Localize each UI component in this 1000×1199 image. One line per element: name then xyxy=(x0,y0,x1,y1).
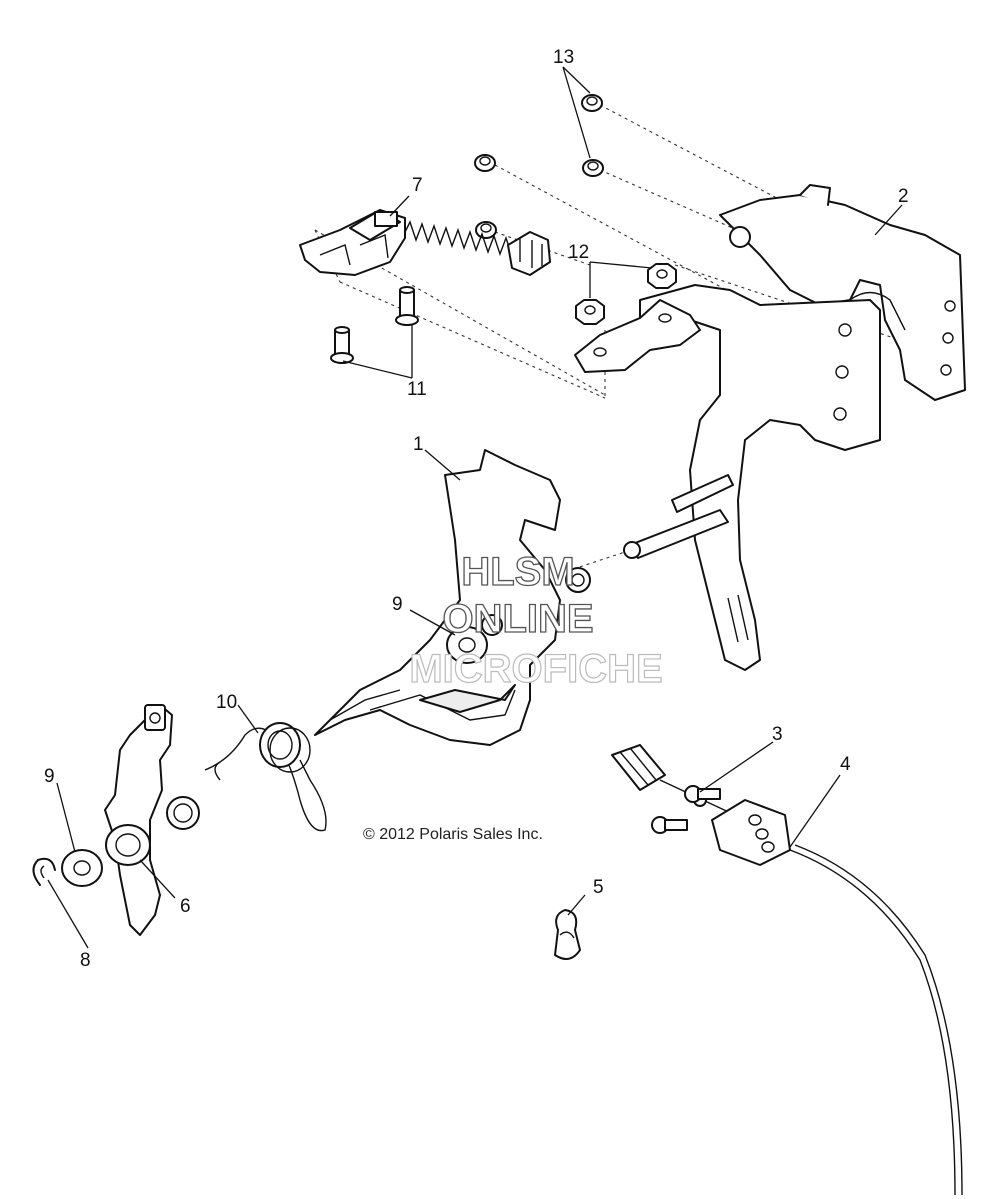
lever-plate-6 xyxy=(104,704,173,936)
bolt-3-bottom xyxy=(651,816,688,834)
watermark-line-2: ONLINE xyxy=(442,597,593,641)
callout-1: 1 xyxy=(413,434,424,455)
callout-10: 10 xyxy=(216,692,237,713)
clip-5 xyxy=(554,909,581,960)
watermark-line-3: MICROFICHE xyxy=(409,647,662,691)
nut-13-lower xyxy=(582,159,604,177)
nut-mid-left xyxy=(475,221,497,239)
copyright-notice: © 2012 Polaris Sales Inc. xyxy=(363,826,543,843)
nut-13-top xyxy=(581,94,603,112)
nut-upper-left xyxy=(474,154,496,172)
flange-nut-12-right xyxy=(647,263,677,289)
leader-lines xyxy=(47,66,903,949)
switch-7 xyxy=(299,209,551,276)
flange-nut-12-left xyxy=(575,299,605,325)
callout-12: 12 xyxy=(568,242,589,263)
callout-8: 8 xyxy=(80,950,91,971)
spring-10 xyxy=(204,722,327,832)
callout-9-middle: 9 xyxy=(392,594,403,615)
callout-11: 11 xyxy=(407,379,427,400)
callout-7: 7 xyxy=(412,175,423,196)
watermark-line-1: HLSM xyxy=(461,550,574,594)
callout-labels: 13 2 7 12 11 1 9 10 3 4 9 5 6 8 xyxy=(44,47,909,971)
bracket-2 xyxy=(574,184,966,671)
switch-spring xyxy=(404,220,513,257)
washer-9-middle xyxy=(446,626,488,664)
pin-11-right xyxy=(395,286,419,326)
callout-13: 13 xyxy=(553,47,574,68)
callout-5: 5 xyxy=(593,877,604,898)
watermark: HLSM ONLINE MICROFICHE xyxy=(409,549,664,691)
bolt-3-top xyxy=(684,785,721,803)
callout-2: 2 xyxy=(898,186,909,207)
callout-4: 4 xyxy=(840,754,851,775)
callout-6: 6 xyxy=(180,896,191,917)
callout-9-left: 9 xyxy=(44,766,55,787)
eclip-8 xyxy=(32,857,56,886)
washer-9-left xyxy=(61,849,103,887)
callout-3: 3 xyxy=(772,724,783,745)
bushing xyxy=(166,796,200,830)
cable-4 xyxy=(711,799,963,1196)
lever-1 xyxy=(314,449,591,746)
pin-11-left xyxy=(330,326,354,364)
